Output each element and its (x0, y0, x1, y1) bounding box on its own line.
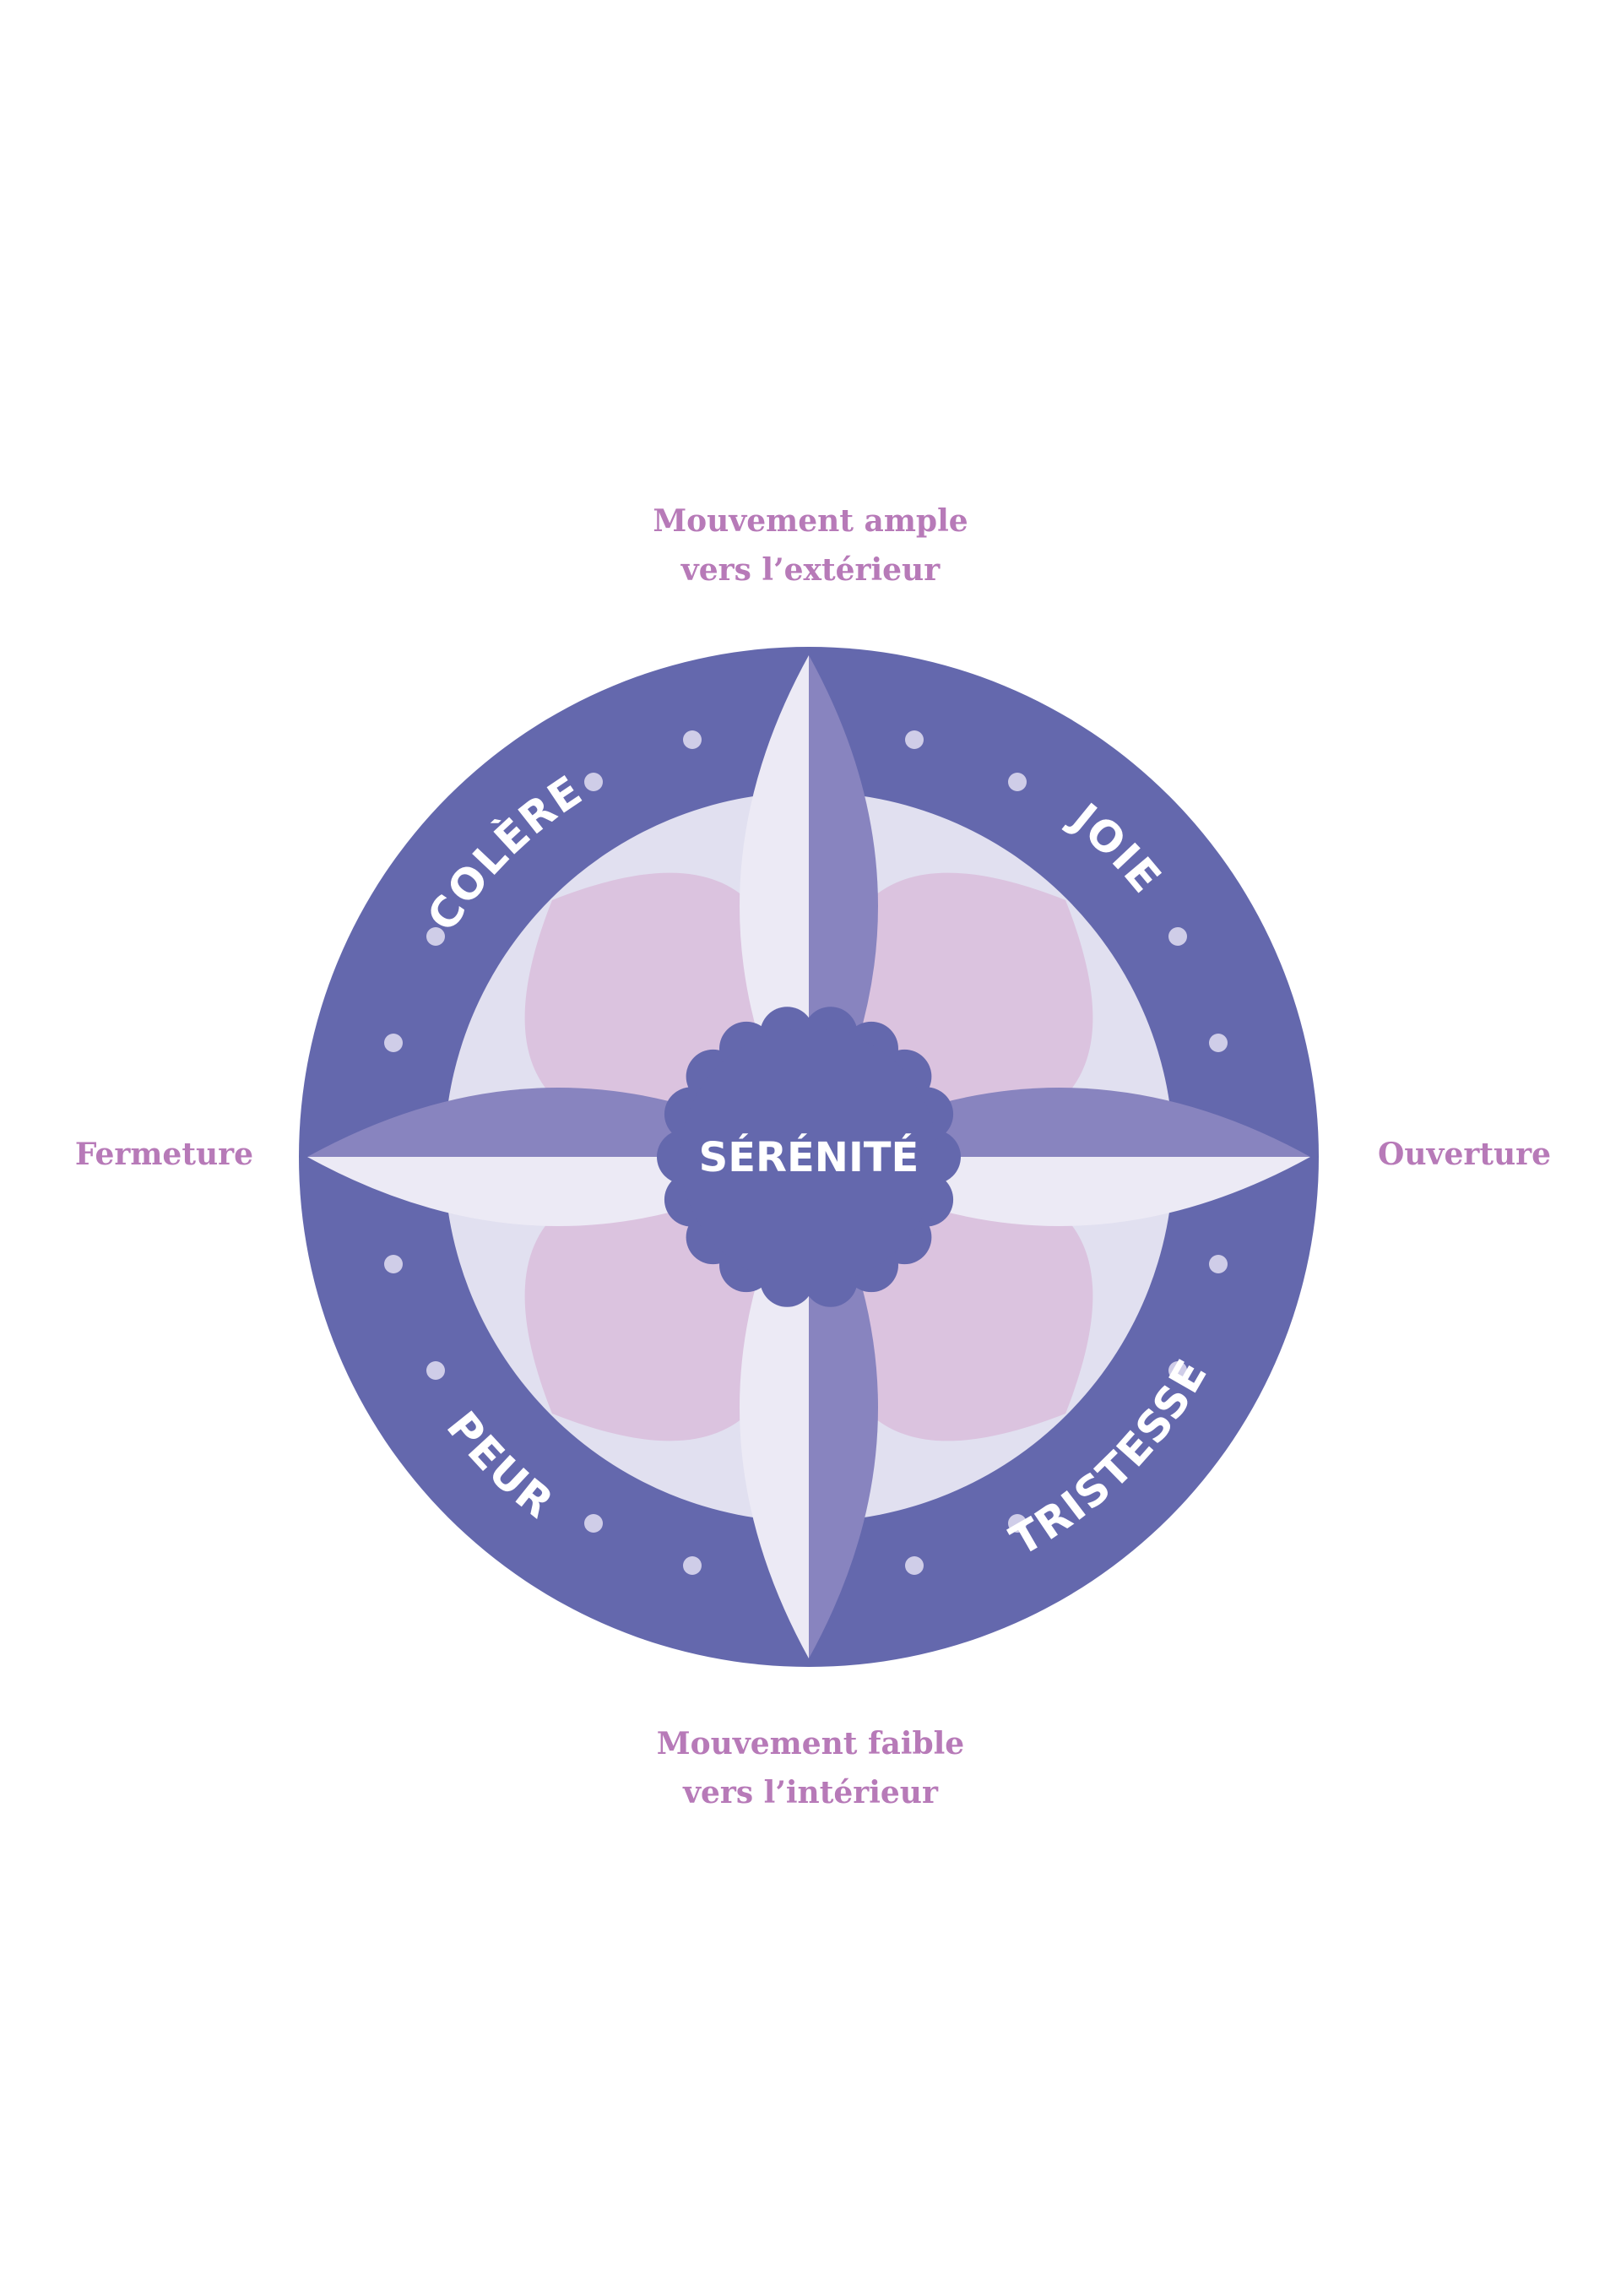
axis-label-right-text: Ouverture (1378, 1137, 1551, 1172)
ring-dot (683, 1556, 702, 1575)
axis-label-top-line2: vers l’extérieur (680, 552, 941, 588)
axis-label-left-text: Fermeture (74, 1137, 253, 1172)
ring-dot (1168, 927, 1187, 946)
axis-label-right: Ouverture (1378, 1130, 1597, 1179)
axis-label-left: Fermeture (34, 1130, 253, 1179)
ring-dot (683, 730, 702, 749)
ring-dot (1168, 1361, 1187, 1380)
ring-dot (584, 773, 603, 791)
ring-dot (1209, 1255, 1228, 1273)
ring-dot (426, 1361, 445, 1380)
ring-dot (1008, 773, 1027, 791)
ring-dot (384, 1034, 403, 1052)
center-disc (680, 1029, 937, 1285)
axis-label-bottom: Mouvement faible vers l’intérieur (473, 1719, 1148, 1817)
axis-label-top: Mouvement ample vers l’extérieur (473, 497, 1148, 594)
center-label: SÉRÉNITÉ (699, 1133, 919, 1181)
center-scalloped-badge (657, 1007, 961, 1307)
axis-label-top-line1: Mouvement ample (653, 503, 968, 539)
ring-dot (426, 927, 445, 946)
axis-label-bottom-line2: vers l’intérieur (683, 1775, 938, 1810)
axis-label-bottom-line1: Mouvement faible (656, 1726, 965, 1761)
ring-dot (905, 1556, 924, 1575)
ring-dot (1008, 1514, 1027, 1533)
ring-dot (584, 1514, 603, 1533)
ring-dot (384, 1255, 403, 1273)
diagonal-petals (524, 872, 1093, 1441)
ring-dot (1209, 1034, 1228, 1052)
ring-dot (905, 730, 924, 749)
ring-dots (384, 730, 1228, 1575)
